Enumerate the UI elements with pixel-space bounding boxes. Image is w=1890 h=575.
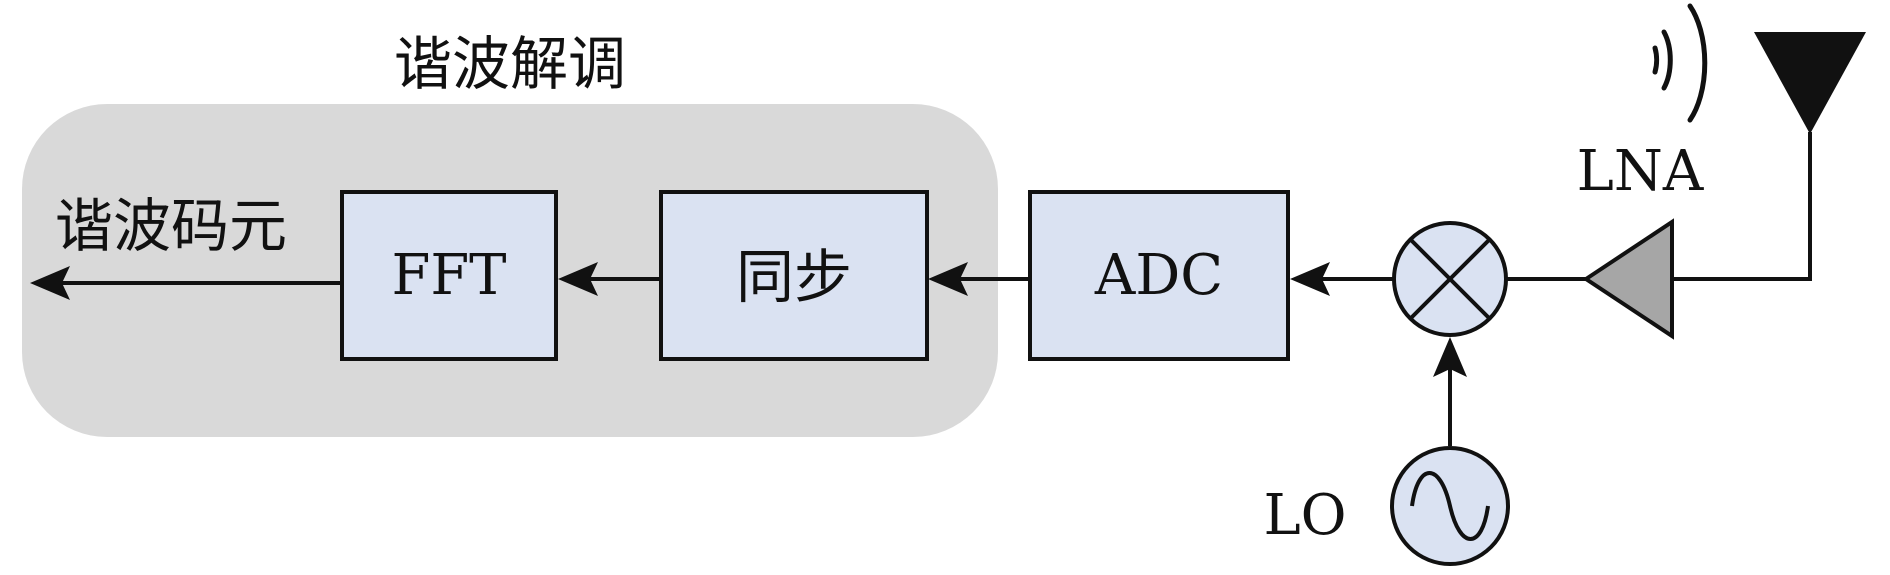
antenna-icon (1754, 32, 1866, 134)
sine-wave-icon (1410, 471, 1490, 541)
adc-block: ADC (1028, 190, 1290, 361)
adc-to-sync-arrowhead (928, 262, 968, 296)
lna-label: LNA (1577, 139, 1704, 204)
adc-block-label: ADC (1094, 243, 1223, 308)
local-oscillator (1390, 446, 1510, 566)
sync-block: 同步 (659, 190, 929, 361)
sync-block-label: 同步 (736, 243, 852, 311)
output-arrowhead (30, 266, 70, 300)
radio-waves-icon (1652, 3, 1708, 123)
sync-to-fft-arrowhead (558, 262, 598, 296)
lna-amplifier (1582, 218, 1674, 340)
mixer-symbol (1392, 221, 1508, 337)
antenna-feed-line (1672, 132, 1812, 281)
fft-block: FFT (340, 190, 558, 361)
mixer-to-adc-arrowhead (1290, 262, 1330, 296)
lo-label: LO (1263, 483, 1346, 548)
fft-block-label: FFT (391, 243, 506, 308)
lo-to-mixer-arrowhead (1433, 337, 1467, 377)
group-title: 谐波解调 (394, 30, 626, 98)
output-label: 谐波码元 (55, 192, 287, 260)
